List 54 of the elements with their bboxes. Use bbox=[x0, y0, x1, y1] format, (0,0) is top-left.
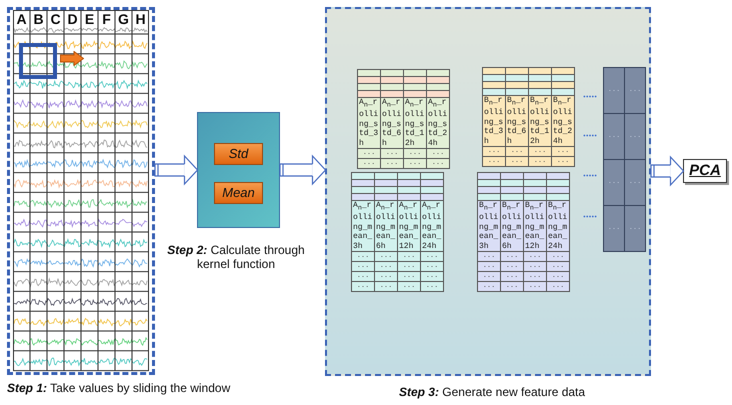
stacked-card bbox=[357, 90, 450, 97]
header-cell: A$_{n}$_rolling_mean_3h bbox=[352, 201, 375, 252]
stacked-card bbox=[477, 186, 570, 193]
feature-card bbox=[482, 95, 575, 168]
column-header: A bbox=[15, 11, 28, 28]
feature-card bbox=[357, 97, 450, 170]
header-cell: B$_{n}$_rolling_mean_3h bbox=[478, 201, 501, 252]
column-header: B bbox=[32, 11, 45, 28]
stacked-card bbox=[351, 172, 444, 179]
feature-card bbox=[477, 200, 570, 292]
stacked-card bbox=[477, 172, 570, 179]
header-cell: B$_{n}$_rolling_mean_6h bbox=[501, 201, 524, 252]
header-cell: B$_{n}$_rolling_mean_12h bbox=[524, 201, 547, 252]
step-caption: Step 3: Generate new feature data bbox=[398, 385, 586, 399]
stacked-card bbox=[482, 88, 575, 95]
header-cell: B$_{n}$_rolling_std_12h bbox=[529, 96, 552, 148]
column-header: E bbox=[84, 11, 96, 28]
output-box: PCA bbox=[683, 159, 727, 183]
stacked-card bbox=[357, 69, 450, 76]
header-cell: A$_{n}$_rolling_std_24h bbox=[427, 98, 450, 150]
step-caption: Step 2: Calculate through kernel function bbox=[166, 243, 306, 271]
stacked-card bbox=[477, 179, 570, 186]
header-cell: A$_{n}$_rolling_mean_6h bbox=[375, 201, 398, 252]
function-box: Std bbox=[214, 143, 263, 165]
stacked-card bbox=[351, 179, 444, 186]
block-arrow bbox=[154, 155, 198, 185]
header-cell: B$_{n}$_rolling_std_3h bbox=[483, 96, 506, 148]
stacked-card bbox=[477, 193, 570, 200]
header-cell: B$_{n}$_rolling_mean_24h bbox=[547, 201, 570, 252]
stacked-card bbox=[357, 83, 450, 90]
column-header: H bbox=[134, 11, 147, 28]
stacked-card bbox=[357, 76, 450, 83]
block-arrow bbox=[279, 155, 326, 185]
header-cell: B$_{n}$_rolling_std_6h bbox=[506, 96, 529, 148]
feature-matrix bbox=[603, 67, 646, 252]
column-header: D bbox=[66, 11, 79, 28]
function-box: Mean bbox=[214, 182, 263, 204]
header-cell: A$_{n}$_rolling_std_3h bbox=[358, 98, 381, 150]
header-cell: A$_{n}$_rolling_mean_24h bbox=[421, 201, 444, 252]
stacked-card bbox=[351, 193, 444, 200]
header-cell: A$_{n}$_rolling_std_12h bbox=[404, 98, 427, 150]
column-header: G bbox=[117, 11, 130, 28]
block-arrow bbox=[650, 156, 684, 186]
header-cell: A$_{n}$_rolling_std_6h bbox=[381, 98, 404, 150]
stacked-card bbox=[482, 74, 575, 81]
column-header: F bbox=[101, 11, 112, 28]
column-header: C bbox=[49, 11, 62, 28]
step-caption: Step 1: Take values by sliding the window bbox=[7, 381, 232, 395]
stacked-card bbox=[482, 67, 575, 74]
stacked-card bbox=[351, 186, 444, 193]
header-cell: B$_{n}$_rolling_std_24h bbox=[552, 96, 575, 148]
feature-card bbox=[351, 200, 444, 292]
header-cell: A$_{n}$_rolling_mean_12h bbox=[398, 201, 421, 252]
stacked-card bbox=[482, 81, 575, 88]
